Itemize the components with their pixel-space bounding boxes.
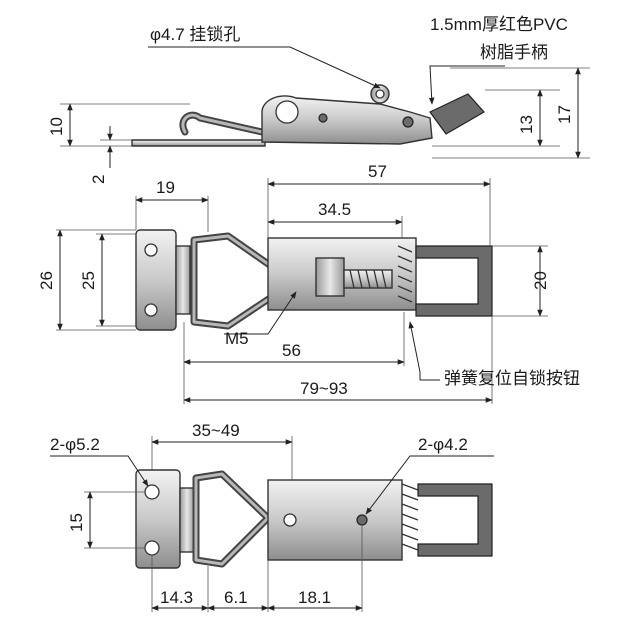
dim-2-label: 2 <box>89 175 108 184</box>
bottom-spring <box>401 483 419 551</box>
side-view: 10 2 13 17 φ4.7 挂锁孔 1.5mm厚红色PVC 树脂手柄 <box>47 15 590 184</box>
dim-57-label: 57 <box>368 162 387 181</box>
bottom-handle <box>417 483 493 557</box>
dim-19-label: 19 <box>156 178 175 197</box>
callout-thread: M5 <box>225 329 249 348</box>
dim-79-93-label: 79~93 <box>300 379 348 398</box>
dim-6-1-label: 6.1 <box>224 588 248 607</box>
side-lever-body <box>261 95 433 145</box>
side-base-strip <box>131 139 266 147</box>
side-pivot <box>275 100 299 124</box>
top-spring <box>397 245 413 303</box>
callout-handle-line1: 1.5mm厚红色PVC <box>430 15 568 34</box>
dim-26-label: 26 <box>37 271 56 290</box>
top-handle <box>415 245 493 317</box>
bottom-mount-plate <box>135 469 181 569</box>
dim-18-1-label: 18.1 <box>298 588 331 607</box>
callout-reset-button: 弹簧复位自锁按钮 <box>444 369 580 388</box>
dim-17-label: 17 <box>555 105 574 124</box>
callout-mount-holes-left: 2-φ5.2 <box>50 435 100 454</box>
dim-14-3-label: 14.3 <box>160 588 193 607</box>
dim-15-label: 15 <box>67 513 86 532</box>
callout-handle-line2: 树脂手柄 <box>480 43 548 62</box>
bottom-view: 35~49 15 14.3 6.1 18.1 2-φ5.2 2-φ4.2 <box>50 421 494 612</box>
dim-56-label: 56 <box>282 341 301 360</box>
dim-34-5-label: 34.5 <box>318 200 351 219</box>
callout-hang-hole: φ4.7 挂锁孔 <box>150 25 240 44</box>
dim-35-49-label: 35~49 <box>192 421 240 440</box>
dim-10-label: 10 <box>47 117 66 136</box>
bottom-wire-loop <box>192 470 272 568</box>
top-view: 19 57 34.5 26 25 20 56 79~93 M5 弹簧复位自 <box>37 162 580 404</box>
dim-13-label: 13 <box>517 115 536 134</box>
callout-mount-holes-right: 2-φ4.2 <box>418 435 468 454</box>
dim-20-label: 20 <box>531 271 550 290</box>
top-mount-plate <box>135 229 177 331</box>
dim-25-label: 25 <box>79 271 98 290</box>
side-handle <box>429 93 485 135</box>
